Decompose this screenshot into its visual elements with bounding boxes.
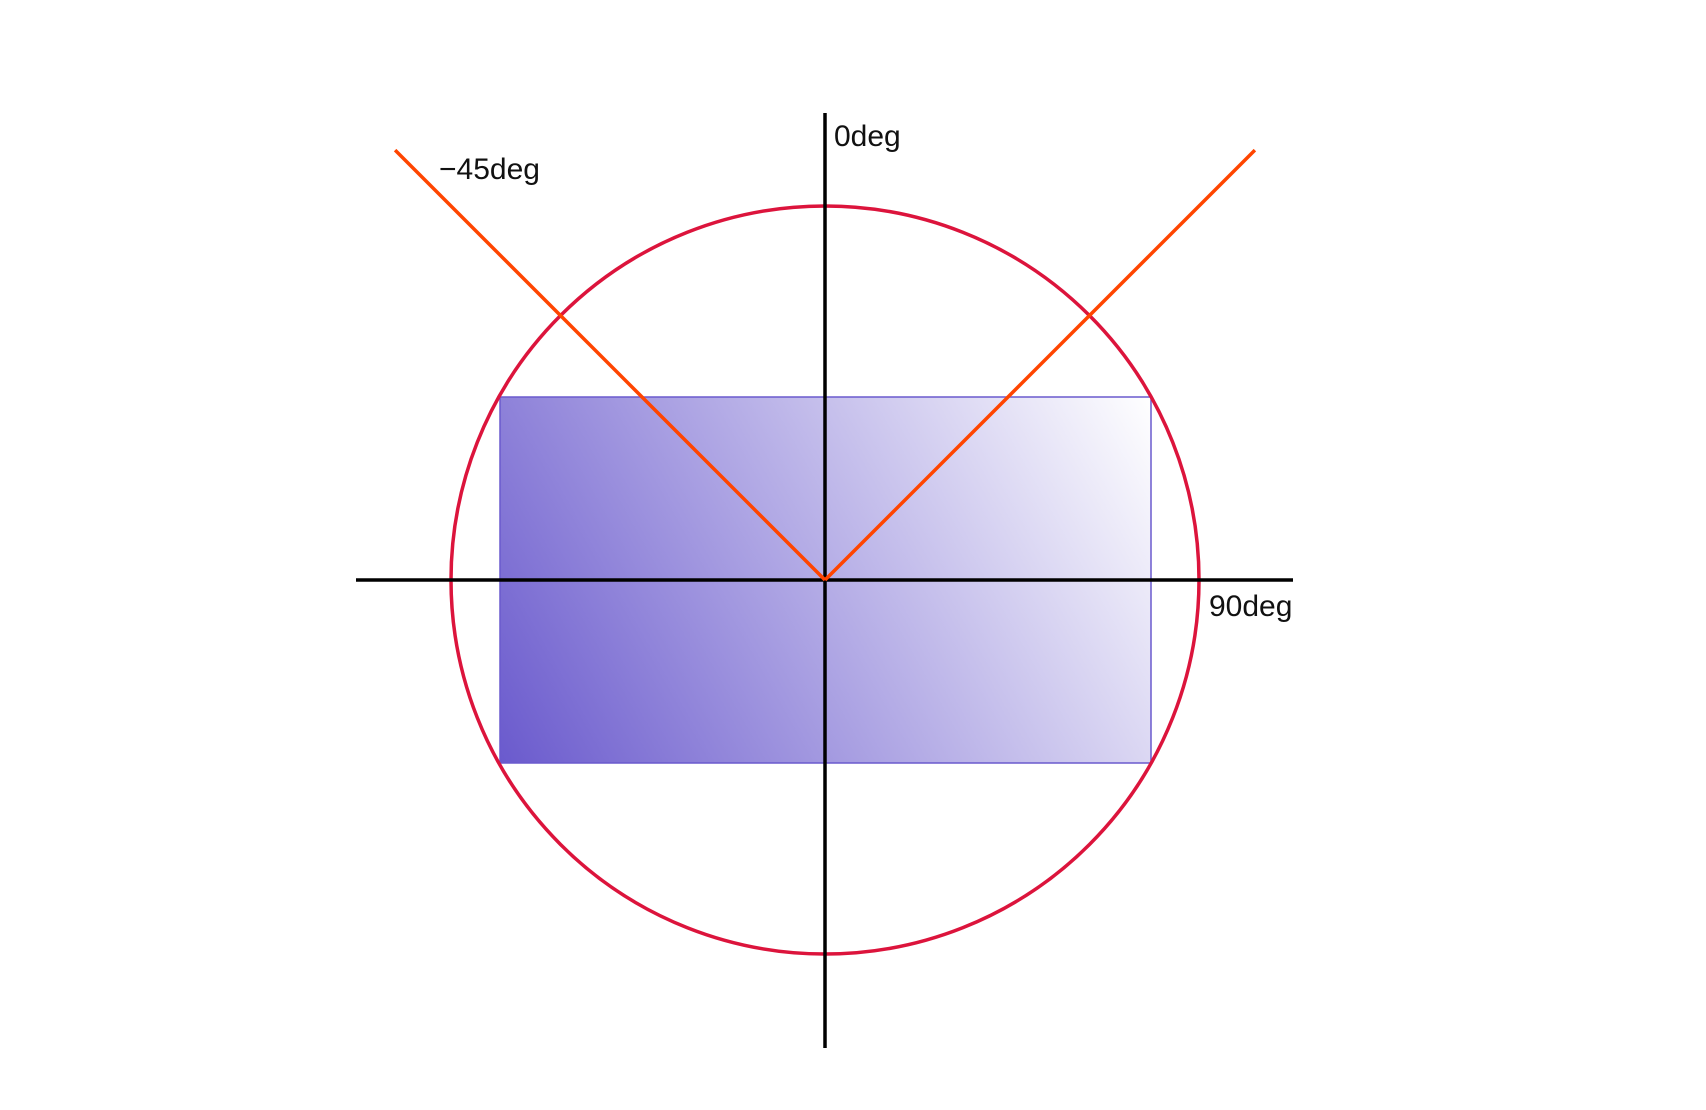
label-90deg: 90deg: [1209, 590, 1292, 623]
label-0deg: 0deg: [834, 120, 901, 153]
angle-rays: [393, 148, 1257, 582]
ray-45deg: [823, 148, 1257, 582]
ray-minus-45deg: [393, 148, 827, 582]
label-minus-45deg: −45deg: [439, 153, 540, 186]
